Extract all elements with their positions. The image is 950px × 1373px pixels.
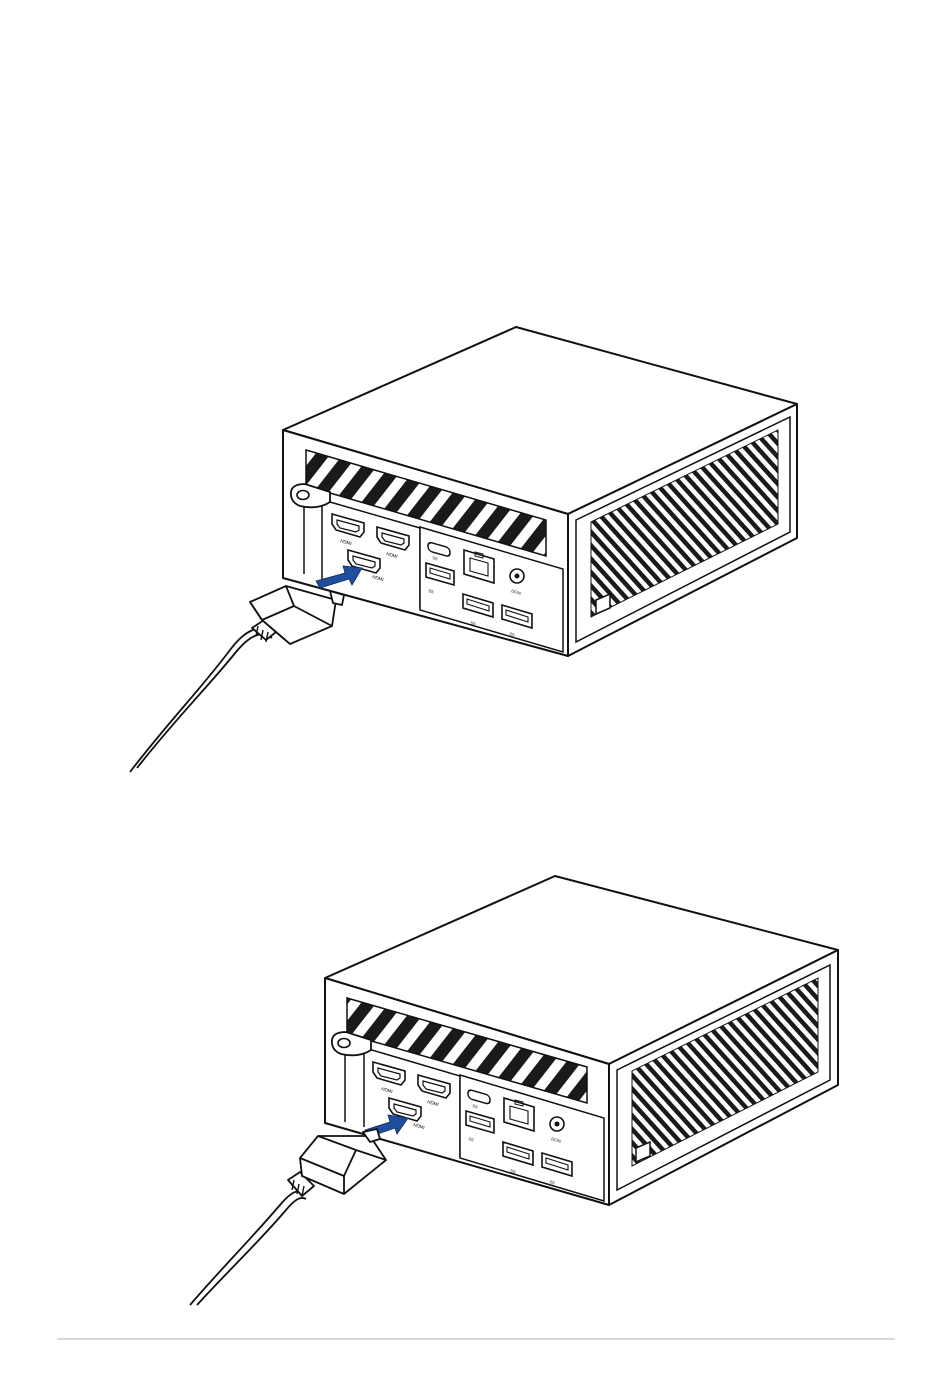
illustration-step-2: HDMI HDMI HDMI SS SS DCIN [0, 865, 950, 1315]
hdmi-cable [130, 586, 344, 772]
hdmi-cable [190, 1129, 386, 1305]
footer-divider [57, 1338, 895, 1340]
illustration-step-1: HDMI HDMI HDMI SS SS DCIN [0, 310, 950, 790]
